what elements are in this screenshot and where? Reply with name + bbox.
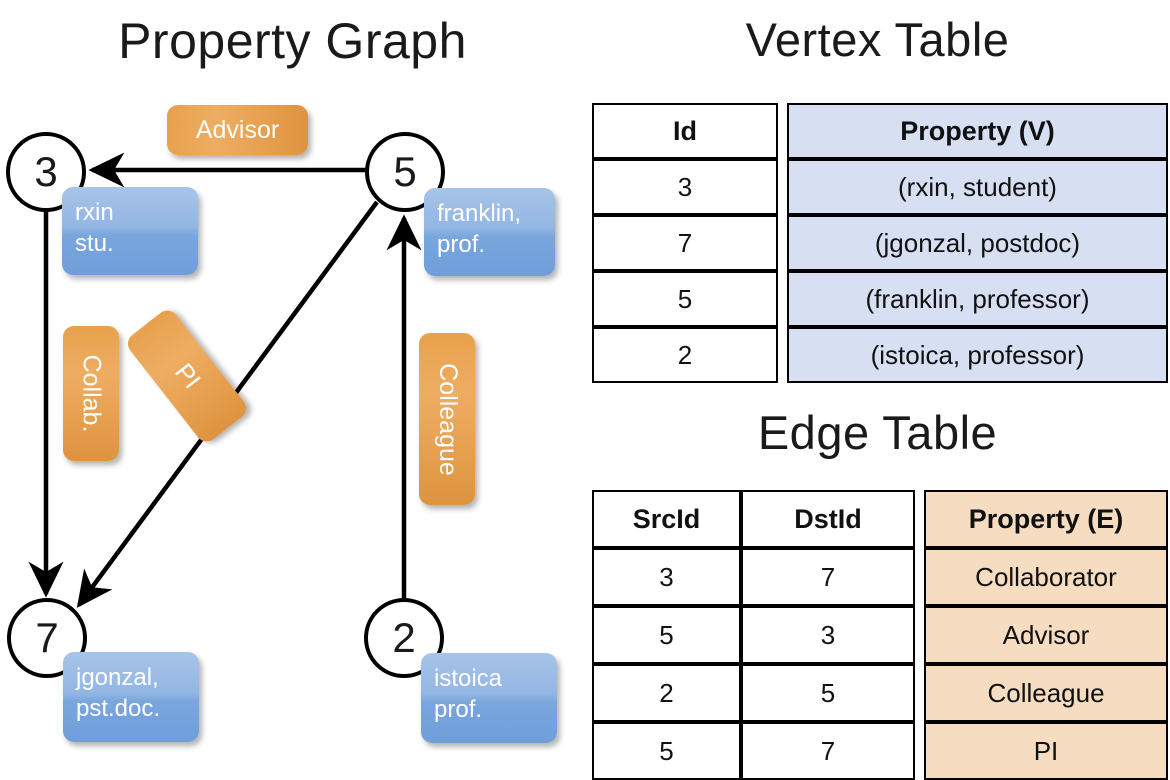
edge-label-colleague-text: Colleague <box>433 362 462 476</box>
page-title-edge-table: Edge Table <box>757 406 998 459</box>
graph-node-2-id: 2 <box>392 614 416 661</box>
edge-table-header-property: Property (E) <box>924 490 1168 548</box>
page-title-vertex-table: Vertex Table <box>745 13 1010 66</box>
table-row[interactable]: 2 (istoica, professor) <box>592 327 1168 383</box>
edge-label-collab[interactable]: Collab. <box>63 326 119 461</box>
table-row[interactable]: 5 3 Advisor <box>592 606 1168 664</box>
edge-label-advisor-text: Advisor <box>195 115 280 144</box>
edge-label-collab-text: Collab. <box>77 354 106 433</box>
table-row[interactable]: 5 7 PI <box>592 722 1168 780</box>
graph-node-3-property-line1: rxin <box>75 199 114 226</box>
edge-table-column-gap <box>915 722 924 780</box>
edge-row-3-src: 5 <box>592 722 741 780</box>
edge-table-header-dstid: DstId <box>741 490 915 548</box>
graph-node-7-property-line1: jgonzal, <box>76 664 159 691</box>
edge-row-2-dst: 5 <box>741 664 915 722</box>
graph-node-2-property-line2: prof. <box>434 696 483 723</box>
vertex-table: Id Property (V) 3 (rxin, student) 7 (jgo… <box>592 103 1168 383</box>
vertex-table-header-property: Property (V) <box>787 103 1168 159</box>
vertex-table-header-id: Id <box>592 103 778 159</box>
edge-table: SrcId DstId Property (E) 3 7 Collaborato… <box>592 490 1168 780</box>
edge-row-0-src: 3 <box>592 548 741 606</box>
property-graph-diagram: 3 rxin stu. 5 franklin, prof. 7 jgonzal,… <box>0 0 585 760</box>
table-row[interactable]: 2 5 Colleague <box>592 664 1168 722</box>
graph-node-3-property-box[interactable]: rxin stu. <box>62 187 198 275</box>
edge-row-1-property: Advisor <box>924 606 1168 664</box>
edge-label-advisor[interactable]: Advisor <box>167 105 308 155</box>
graph-node-5-property-box[interactable]: franklin, prof. <box>424 188 555 276</box>
edge-table-header-row: SrcId DstId Property (E) <box>592 490 1168 548</box>
edge-row-2-src: 2 <box>592 664 741 722</box>
table-row[interactable]: 3 7 Collaborator <box>592 548 1168 606</box>
table-row[interactable]: 5 (franklin, professor) <box>592 271 1168 327</box>
edge-row-1-src: 5 <box>592 606 741 664</box>
edge-label-pi-text: PI <box>169 357 206 394</box>
graph-node-7-property-box[interactable]: jgonzal, pst.doc. <box>63 652 199 742</box>
graph-node-2-property-line1: istoica <box>434 665 503 692</box>
edge-row-3-property: PI <box>924 722 1168 780</box>
graph-node-2[interactable]: 2 <box>364 598 444 678</box>
vertex-table-column-gap <box>778 271 787 327</box>
edge-row-2-property: Colleague <box>924 664 1168 722</box>
edge-table-column-gap <box>915 548 924 606</box>
edge-table-column-gap <box>915 490 924 548</box>
edge-table-column-gap <box>915 606 924 664</box>
graph-node-2-property-box[interactable]: istoica prof. <box>421 653 557 743</box>
graph-node-5-property-line1: franklin, <box>437 200 522 227</box>
graph-node-5-property-line2: prof. <box>437 231 486 258</box>
vertex-table-header-row: Id Property (V) <box>592 103 1168 159</box>
graph-node-7-property-line2: pst.doc. <box>76 695 161 722</box>
graph-node-7-id: 7 <box>35 614 59 661</box>
vertex-table-column-gap <box>778 159 787 215</box>
vertex-row-1-id: 7 <box>592 215 778 271</box>
edge-label-colleague[interactable]: Colleague <box>419 333 475 505</box>
edge-row-1-dst: 3 <box>741 606 915 664</box>
vertex-table-column-gap <box>778 215 787 271</box>
table-row[interactable]: 7 (jgonzal, postdoc) <box>592 215 1168 271</box>
vertex-row-3-id: 2 <box>592 327 778 383</box>
vertex-row-0-id: 3 <box>592 159 778 215</box>
edge-table-header-srcid: SrcId <box>592 490 741 548</box>
vertex-row-1-property: (jgonzal, postdoc) <box>787 215 1168 271</box>
vertex-row-3-property: (istoica, professor) <box>787 327 1168 383</box>
edge-row-0-property: Collaborator <box>924 548 1168 606</box>
edge-row-0-dst: 7 <box>741 548 915 606</box>
edge-row-3-dst: 7 <box>741 722 915 780</box>
vertex-table-column-gap <box>778 103 787 159</box>
table-row[interactable]: 3 (rxin, student) <box>592 159 1168 215</box>
graph-node-5-id: 5 <box>393 148 417 195</box>
vertex-row-2-id: 5 <box>592 271 778 327</box>
graph-node-5[interactable]: 5 <box>365 132 445 212</box>
graph-node-3-id: 3 <box>34 148 58 195</box>
edge-table-column-gap <box>915 664 924 722</box>
vertex-table-column-gap <box>778 327 787 383</box>
vertex-row-0-property: (rxin, student) <box>787 159 1168 215</box>
vertex-row-2-property: (franklin, professor) <box>787 271 1168 327</box>
page-title-property-graph: Property Graph <box>118 13 467 69</box>
graph-node-3-property-line2: stu. <box>75 230 114 257</box>
